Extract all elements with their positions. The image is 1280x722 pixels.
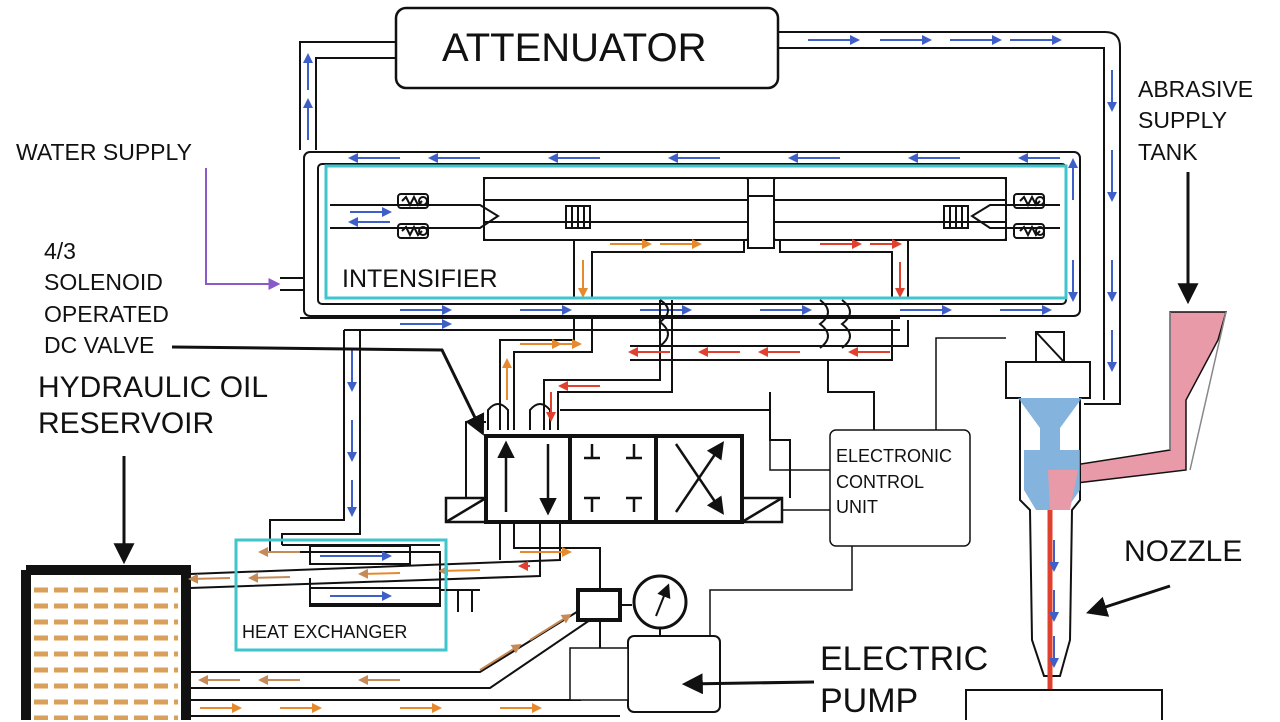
nozzle xyxy=(1005,331,1121,690)
heat-exchanger-label: HEAT EXCHANGER xyxy=(242,622,408,642)
intensifier-highlight-box xyxy=(324,164,1068,300)
workpiece xyxy=(965,689,1163,720)
pressure-gauge xyxy=(632,574,688,640)
solenoid-valve xyxy=(444,392,791,524)
electronic-control-unit-label: ELECTRONIC CONTROL UNIT xyxy=(836,446,953,518)
abrasive-supply-tank-label: ABRASIVE SUPPLY TANK xyxy=(1138,76,1254,165)
abrasive-supply-tank xyxy=(1067,311,1227,485)
electric-pump xyxy=(569,635,721,713)
filter xyxy=(576,588,632,648)
electronic-control-unit xyxy=(709,337,1006,640)
hydraulic-oil-reservoir-label: HYDRAULIC OIL RESERVOIR xyxy=(38,371,269,440)
hydraulic-oil-reservoir xyxy=(21,565,191,720)
oil-lines xyxy=(487,299,909,430)
oil-flow-arrows xyxy=(502,339,890,422)
water-supply-line xyxy=(205,168,304,291)
solenoid-valve-label: 4/3 SOLENOID OPERATED DC VALVE xyxy=(44,238,169,358)
intensifier-oil-arrows xyxy=(348,207,905,298)
attenuator-label: ATTENUATOR xyxy=(442,26,707,70)
electric-pump-label: ELECTRIC PUMP xyxy=(820,640,989,721)
nozzle-label: NOZZLE xyxy=(1124,535,1243,568)
intensifier-label: INTENSIFIER xyxy=(342,265,498,293)
water-flow-arrows xyxy=(303,35,1117,517)
leader-arrows xyxy=(113,172,1199,695)
heat-exchanger xyxy=(234,538,473,652)
water-supply-label: WATER SUPPLY xyxy=(16,139,192,165)
intensifier xyxy=(330,177,1060,298)
